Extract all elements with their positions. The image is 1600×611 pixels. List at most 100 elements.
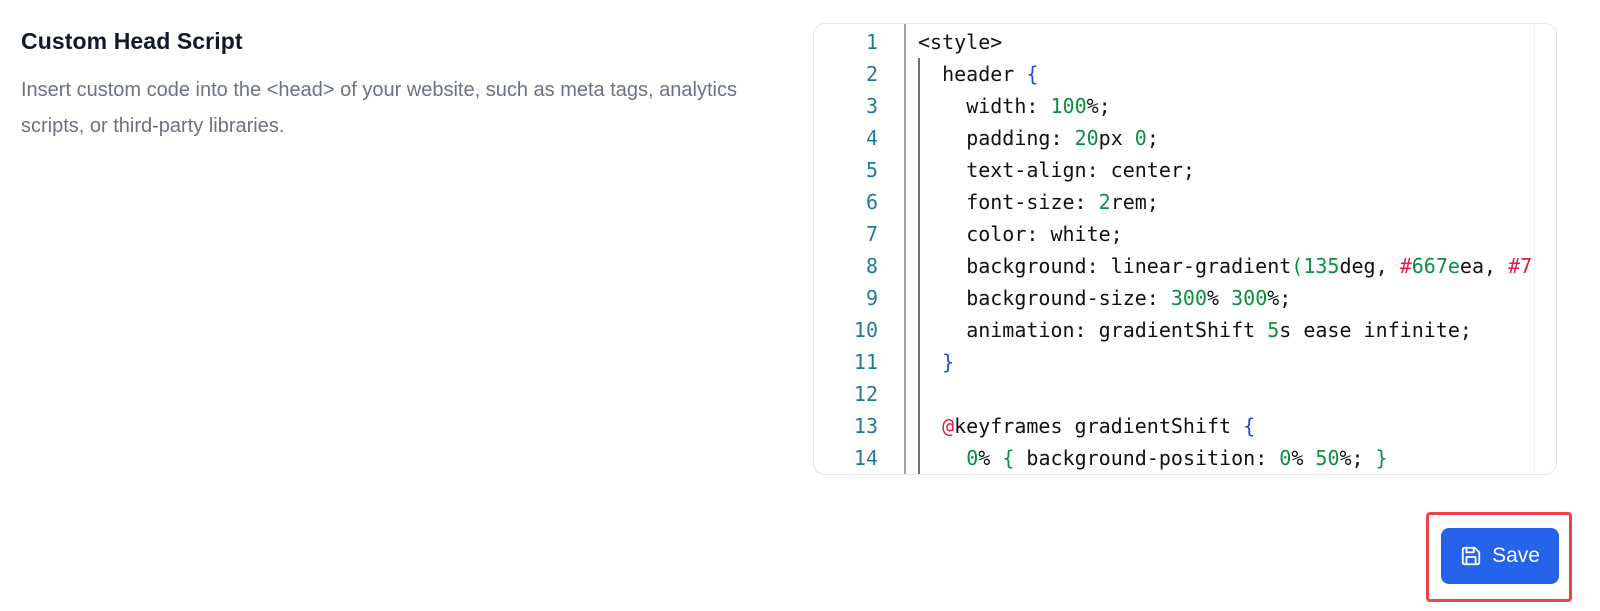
- code-line-text: <style>: [918, 26, 1002, 58]
- code-token: (: [1291, 254, 1304, 278]
- code-token: 0: [1134, 126, 1147, 150]
- vertical-scrollbar[interactable]: [1534, 24, 1556, 474]
- code-token: 2: [1098, 190, 1111, 214]
- code-token: padding:: [966, 126, 1075, 150]
- line-number: 9: [865, 286, 878, 310]
- section-title: Custom Head Script: [21, 28, 243, 54]
- code-token: 300: [1170, 286, 1208, 310]
- indent-guide: [918, 90, 920, 122]
- code-token: <style>: [918, 30, 1003, 54]
- code-token: }: [1375, 446, 1388, 470]
- code-token: 300: [1231, 286, 1268, 310]
- line-number: 8: [865, 254, 878, 278]
- floppy-disk-icon: [1461, 546, 1481, 566]
- code-token: 20: [1074, 126, 1099, 150]
- line-number: 14: [853, 446, 878, 470]
- indent-guide: [918, 186, 920, 218]
- indent-guide: [918, 410, 920, 442]
- code-token: ;: [1146, 126, 1159, 150]
- code-token: %;: [1267, 286, 1292, 310]
- code-line-text: background-size: 300% 300%;: [966, 282, 1291, 314]
- code-token: px: [1098, 126, 1135, 150]
- code-line-text: color: white;: [966, 218, 1123, 250]
- line-number: 11: [853, 350, 878, 374]
- code-token: s ease infinite;: [1279, 318, 1472, 342]
- code-line-text: header {: [942, 58, 1038, 90]
- code-line-text: padding: 20px 0;: [966, 122, 1159, 154]
- line-number: 3: [865, 94, 878, 118]
- line-number: 5: [865, 158, 878, 182]
- code-token: %;: [1086, 94, 1111, 118]
- code-token: deg,: [1339, 254, 1400, 278]
- code-token: background-position:: [1014, 446, 1280, 470]
- code-line: 3 width: 100%;: [814, 90, 1534, 122]
- code-token: %;: [1339, 446, 1376, 470]
- code-token: %: [1207, 286, 1232, 310]
- code-line: 1 <style>: [814, 26, 1534, 58]
- code-token: #: [1399, 254, 1412, 278]
- code-line-text: text-align: center;: [966, 154, 1195, 186]
- section-description: Insert custom code into the <head> of yo…: [21, 79, 737, 137]
- code-token: 0: [966, 446, 979, 470]
- code-token: {: [1243, 414, 1256, 438]
- code-token: rem;: [1110, 190, 1159, 214]
- indent-guide: [918, 250, 920, 282]
- code-line-text: width: 100%;: [966, 90, 1111, 122]
- code-token: 0: [1279, 446, 1292, 470]
- indent-guide: [918, 346, 920, 378]
- code-line: 13 @keyframes gradientShift {: [814, 410, 1534, 442]
- code-token: header: [942, 62, 1027, 86]
- code-token: background: linear-gradient: [966, 254, 1292, 278]
- code-line: 12: [814, 378, 1534, 410]
- indent-guide: [918, 218, 920, 250]
- code-line-text: animation: gradientShift 5s ease infinit…: [966, 314, 1472, 346]
- line-number: 4: [865, 126, 878, 150]
- line-number: 1: [865, 30, 878, 54]
- code-line: 9 background-size: 300% 300%;: [814, 282, 1534, 314]
- code-line-text: 0% { background-position: 0% 50%; }: [966, 442, 1388, 474]
- code-token: 100: [1050, 94, 1087, 118]
- code-token: %: [978, 446, 1003, 470]
- code-line-text: }: [942, 346, 954, 378]
- code-token: @: [942, 414, 955, 438]
- indent-guide: [918, 378, 920, 410]
- indent-guide: [918, 282, 920, 314]
- code-line: 11}: [814, 346, 1534, 378]
- line-number-gutter: [814, 24, 906, 474]
- code-token: background-size:: [966, 286, 1171, 310]
- line-number: 6: [865, 190, 878, 214]
- code-token: 5: [1267, 318, 1280, 342]
- line-number: 13: [853, 414, 878, 438]
- code-token: animation: gradientShift: [966, 318, 1268, 342]
- code-token: }: [942, 350, 955, 374]
- code-token: {: [1026, 62, 1039, 86]
- code-line: 8 background: linear-gradient(135deg, #66…: [814, 250, 1534, 282]
- code-token: #7: [1508, 254, 1533, 278]
- code-token: width:: [966, 94, 1051, 118]
- indent-guide: [918, 58, 920, 90]
- code-line: 14 0% { background-position: 0% 50%; }: [814, 442, 1534, 474]
- code-line: 5 text-align: center;: [814, 154, 1534, 186]
- code-token: 135: [1303, 254, 1340, 278]
- code-token: {: [1002, 446, 1015, 470]
- code-line: 6 font-size: 2rem;: [814, 186, 1534, 218]
- indent-guide: [918, 442, 920, 474]
- save-button-highlight: [1426, 512, 1572, 602]
- code-line-text: @keyframes gradientShift {: [942, 410, 1255, 442]
- code-token: 50: [1315, 446, 1340, 470]
- line-number: 2: [865, 62, 878, 86]
- code-token: 667e: [1411, 254, 1460, 278]
- code-line: 2 header {: [814, 58, 1534, 90]
- code-token: %: [1291, 446, 1316, 470]
- save-button[interactable]: Save: [1441, 528, 1559, 584]
- indent-guide: [918, 314, 920, 346]
- code-token: color: white;: [966, 222, 1123, 246]
- save-button-label: Save: [1492, 544, 1540, 567]
- code-line-text: font-size: 2rem;: [966, 186, 1159, 218]
- code-token: font-size:: [966, 190, 1099, 214]
- code-token: keyframes gradientShift: [954, 414, 1244, 438]
